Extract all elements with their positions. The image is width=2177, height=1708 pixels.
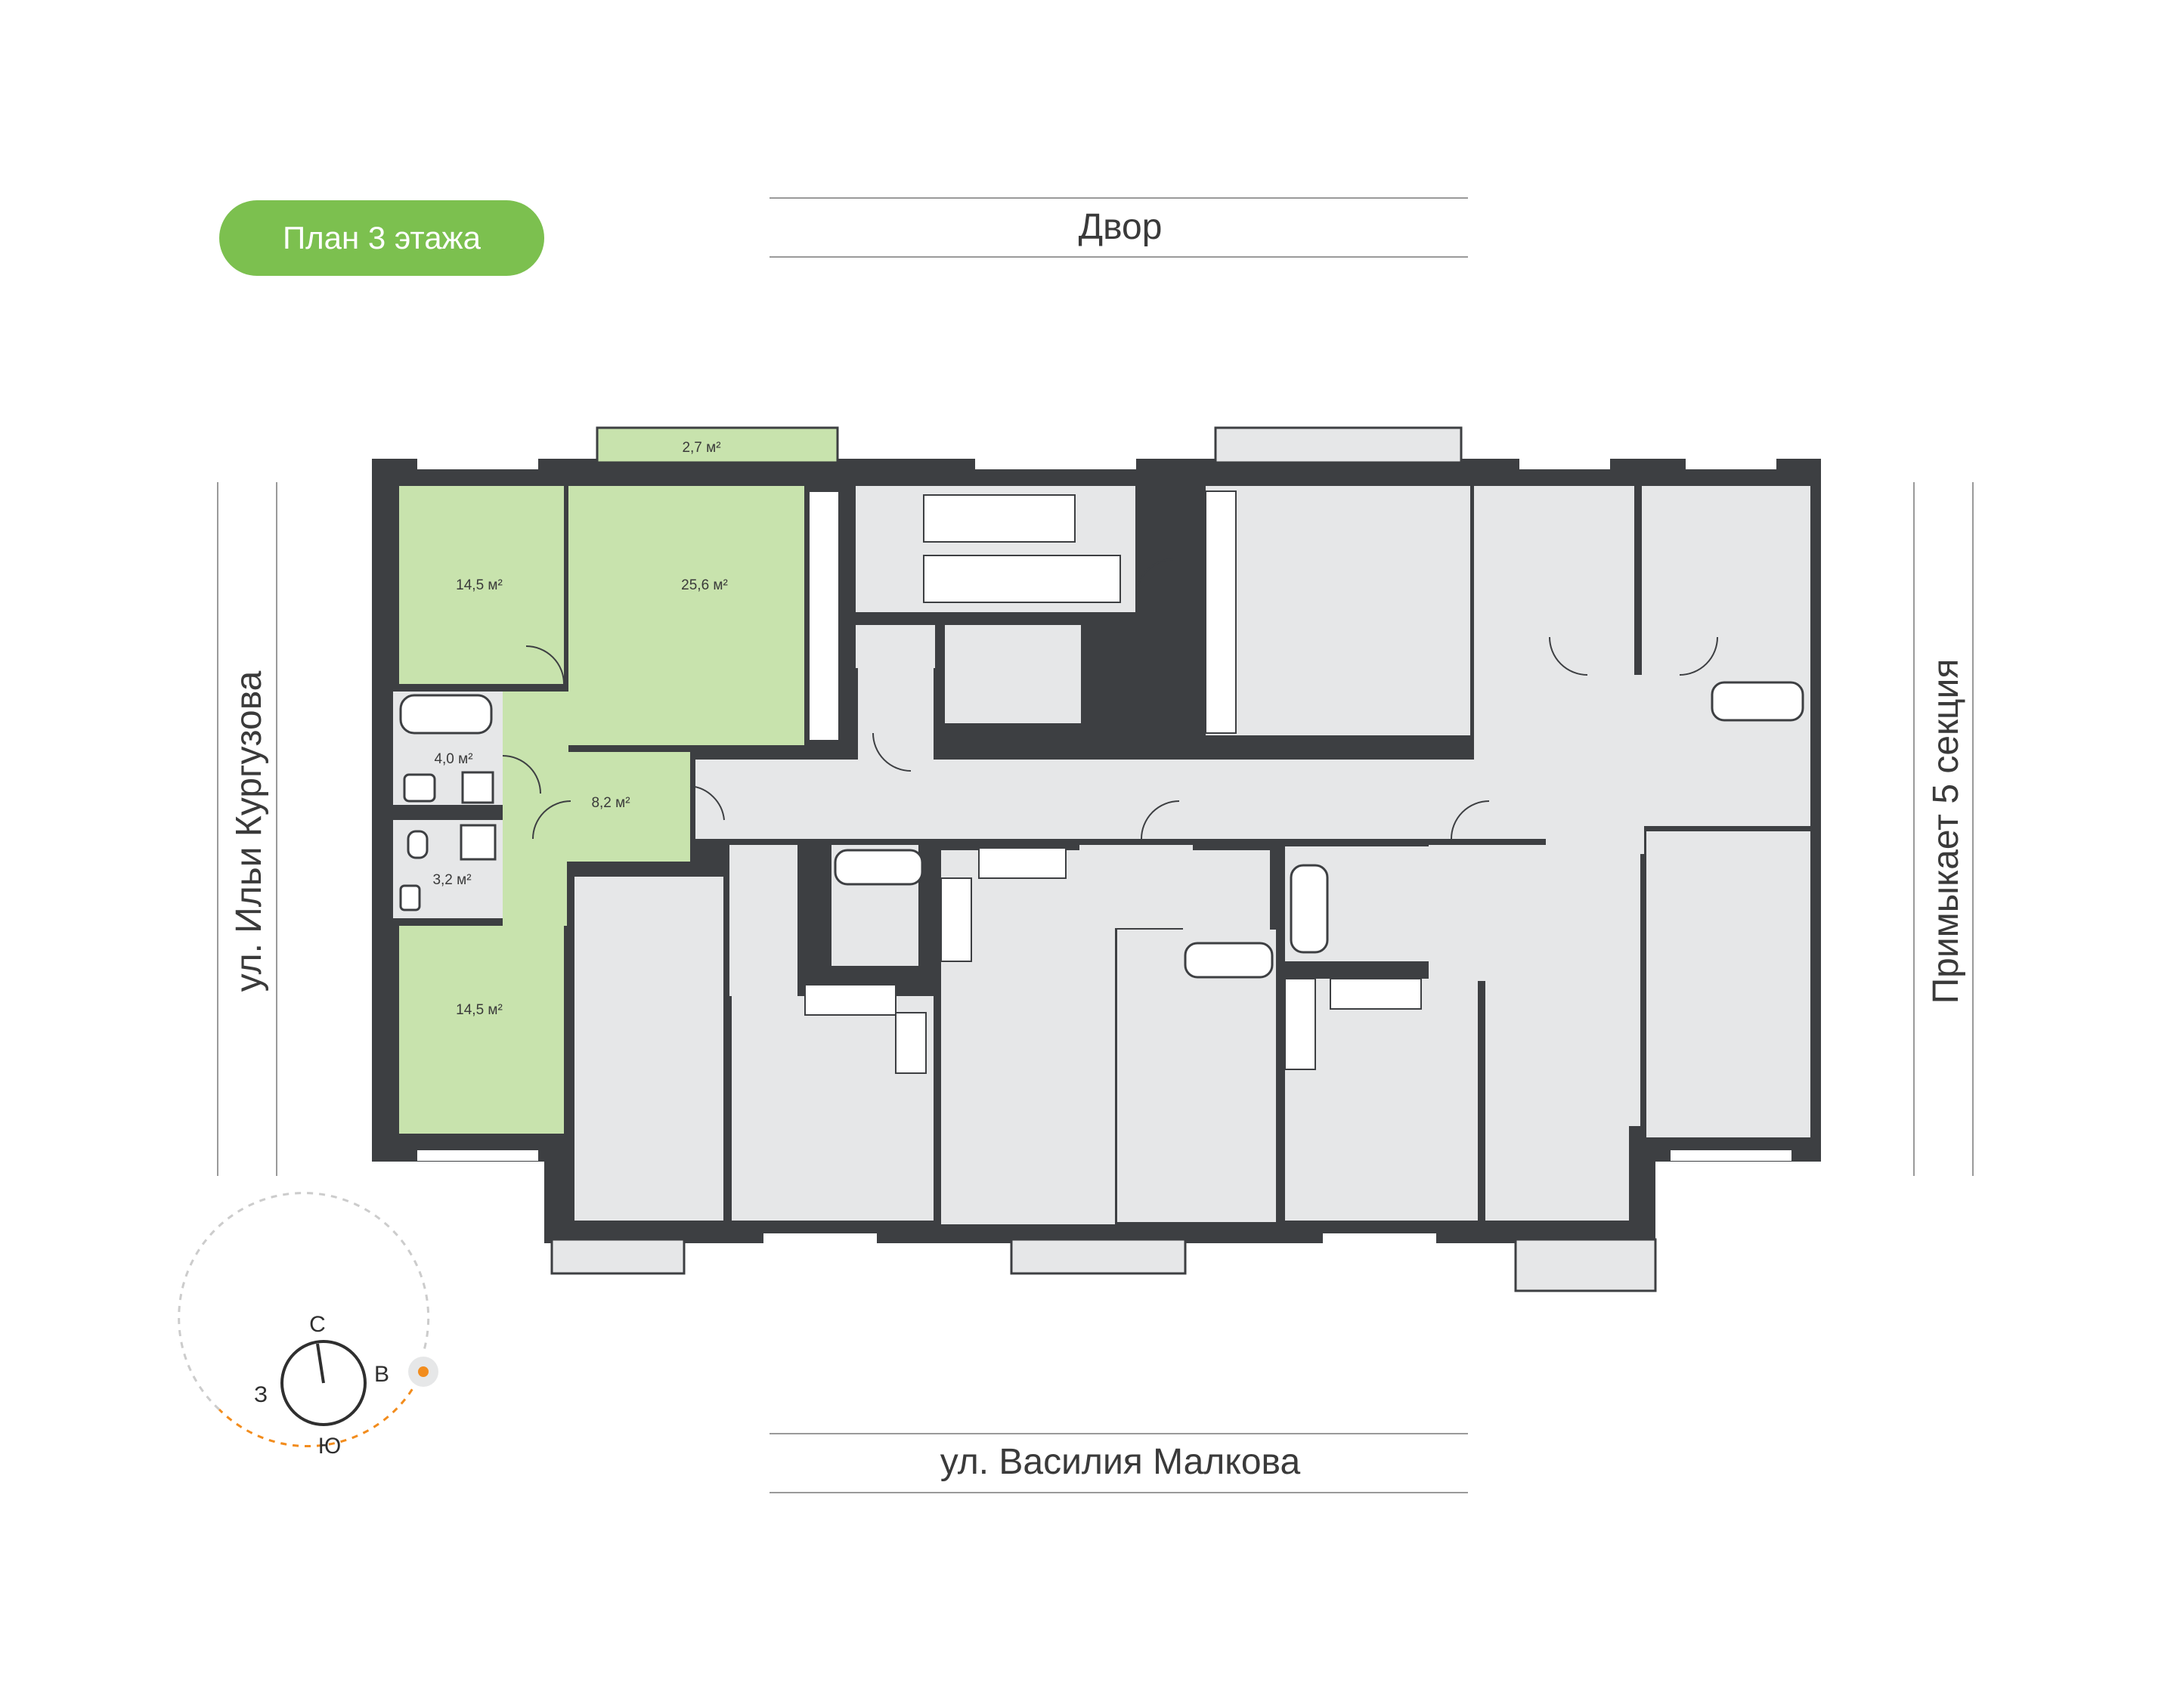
area-kitchen-living: 25,6 м² — [681, 577, 728, 593]
bathtubs — [834, 681, 1804, 979]
area-balcony: 2,7 м² — [682, 440, 720, 456]
street-lines — [217, 197, 1974, 1493]
area-room-bottom: 14,5 м² — [456, 1002, 503, 1018]
compass-south: Ю — [318, 1434, 341, 1459]
kitchen-counters — [804, 490, 1422, 1074]
bathroom-fixtures — [399, 694, 497, 911]
compass-dial — [280, 1340, 367, 1426]
doors — [502, 559, 1718, 840]
sun-path — [218, 1367, 425, 1447]
windows — [417, 459, 1791, 1244]
area-wc: 3,2 м² — [432, 872, 471, 888]
street-label-top: Двор — [1079, 207, 1163, 247]
compass-east: В — [374, 1362, 389, 1387]
area-hallway: 8,2 м² — [591, 795, 630, 811]
compass-north: С — [309, 1312, 326, 1337]
compass-orbit — [178, 1192, 430, 1411]
street-label-bottom: ул. Василия Малкова — [940, 1442, 1301, 1482]
stairs — [923, 494, 1121, 603]
street-label-right: Примыкает 5 секция — [1926, 659, 1966, 1004]
balconies — [550, 426, 1657, 1292]
area-bathroom: 4,0 м² — [434, 751, 472, 767]
compass-west: З — [254, 1382, 268, 1407]
compass-needle — [316, 1343, 325, 1384]
area-room-top: 14,5 м² — [456, 577, 503, 593]
floor-badge: План 3 этажа — [219, 200, 544, 276]
floor-badge-label: План 3 этажа — [282, 220, 482, 255]
compass: С В Ю З — [178, 1192, 438, 1459]
street-label-left: ул. Ильи Кургузова — [229, 670, 269, 992]
sun-core-icon — [418, 1366, 429, 1377]
